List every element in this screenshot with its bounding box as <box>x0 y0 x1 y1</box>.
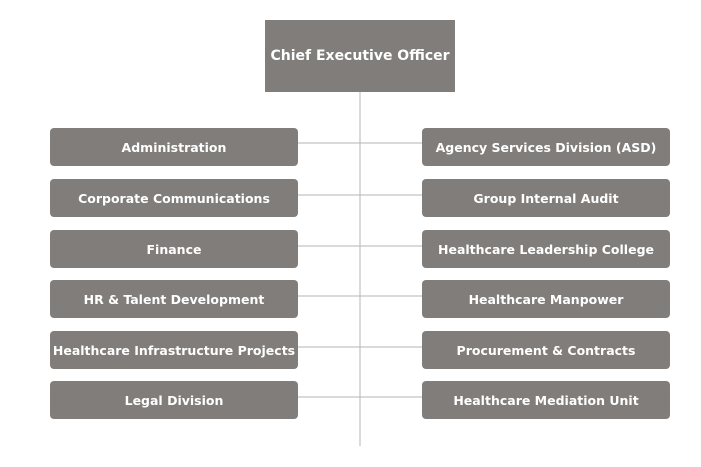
unit-label: Group Internal Audit <box>473 190 619 206</box>
unit-group-internal-audit: Group Internal Audit <box>422 179 670 217</box>
unit-agency-services-division: Agency Services Division (ASD) <box>422 128 670 166</box>
unit-label: Administration <box>121 139 227 155</box>
unit-corporate-communications: Corporate Communications <box>50 179 298 217</box>
unit-label: Procurement & Contracts <box>456 342 636 358</box>
unit-label: Corporate Communications <box>78 190 270 206</box>
unit-label: HR & Talent Development <box>83 291 265 307</box>
ceo-box: Chief Executive Officer <box>265 20 455 92</box>
unit-procurement-contracts: Procurement & Contracts <box>422 331 670 369</box>
unit-healthcare-infrastructure-projects: Healthcare Infrastructure Projects <box>50 331 298 369</box>
ceo-label: Chief Executive Officer <box>270 48 450 64</box>
unit-healthcare-mediation-unit: Healthcare Mediation Unit <box>422 381 670 419</box>
unit-legal-division: Legal Division <box>50 381 298 419</box>
unit-label: Healthcare Manpower <box>468 291 624 307</box>
unit-label: Healthcare Leadership College <box>438 241 654 257</box>
unit-label: Legal Division <box>124 392 224 408</box>
unit-label: Healthcare Infrastructure Projects <box>52 342 296 358</box>
unit-finance: Finance <box>50 230 298 268</box>
unit-hr-talent-development: HR & Talent Development <box>50 280 298 318</box>
unit-label: Healthcare Mediation Unit <box>453 392 639 408</box>
unit-administration: Administration <box>50 128 298 166</box>
unit-healthcare-manpower: Healthcare Manpower <box>422 280 670 318</box>
unit-label: Finance <box>146 241 202 257</box>
unit-label: Agency Services Division (ASD) <box>435 139 657 155</box>
unit-healthcare-leadership-college: Healthcare Leadership College <box>422 230 670 268</box>
